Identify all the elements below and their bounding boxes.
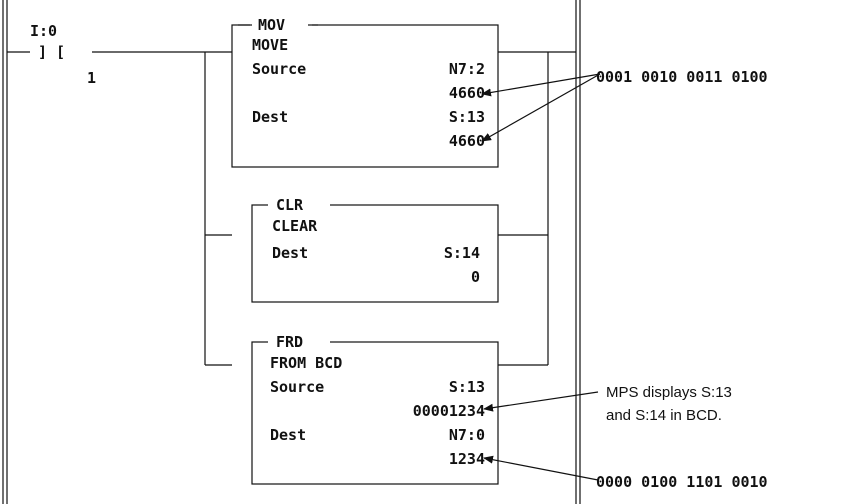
clr-dest-value: 0	[471, 268, 480, 286]
mov-title: MOVE	[252, 36, 288, 54]
clr-dest-address: S:14	[444, 244, 480, 262]
frd-source-label: Source	[270, 378, 324, 396]
mov-dest-label: Dest	[252, 108, 288, 126]
contact-i0-1: I:0 ] [ 1	[7, 22, 205, 87]
frd-source-value: 00001234	[413, 402, 485, 420]
frd-title: FROM BCD	[270, 354, 342, 372]
mov-source-label: Source	[252, 60, 306, 78]
arrow-to-frd-source-value	[483, 391, 599, 412]
frd-dest-value: 1234	[449, 450, 485, 468]
contact-bit: 1	[87, 69, 96, 87]
binary-top-annotation: 0001 0010 0011 0100	[596, 68, 768, 86]
arrow-to-frd-dest-value	[483, 455, 599, 481]
mov-instruction-block: MOV MOVE Source N7:2 4660 Dest S:13 4660	[231, 13, 499, 168]
mov-source-value: 4660	[449, 84, 485, 102]
mov-dest-value: 4660	[449, 132, 485, 150]
bcd-note-line1: MPS displays S:13	[606, 384, 732, 401]
annotations: 0001 0010 0011 0100 MPS displays S:13 an…	[481, 68, 768, 491]
clr-dest-label: Dest	[272, 244, 308, 262]
contact-address: I:0	[30, 22, 57, 40]
mov-source-address: N7:2	[449, 60, 485, 78]
arrow-to-mov-dest-value	[481, 73, 601, 142]
mov-dest-address: S:13	[449, 108, 485, 126]
left-power-rail	[2, 0, 8, 504]
clr-tag: CLR	[276, 196, 304, 214]
clr-title: CLEAR	[272, 217, 318, 235]
clr-instruction-block: CLR CLEAR Dest S:14 0	[251, 193, 499, 303]
frd-source-address: S:13	[449, 378, 485, 396]
mov-tag: MOV	[258, 16, 285, 34]
frd-dest-address: N7:0	[449, 426, 485, 444]
frd-tag: FRD	[276, 333, 303, 351]
right-power-rail	[575, 0, 581, 504]
frd-dest-label: Dest	[270, 426, 306, 444]
arrow-to-mov-source-value	[481, 73, 601, 97]
contact-symbol: ] [	[38, 43, 65, 61]
binary-bottom-annotation: 0000 0100 1101 0010	[596, 473, 768, 491]
bcd-note-line2: and S:14 in BCD.	[606, 407, 722, 424]
frd-instruction-block: FRD FROM BCD Source S:13 00001234 Dest N…	[251, 330, 499, 485]
